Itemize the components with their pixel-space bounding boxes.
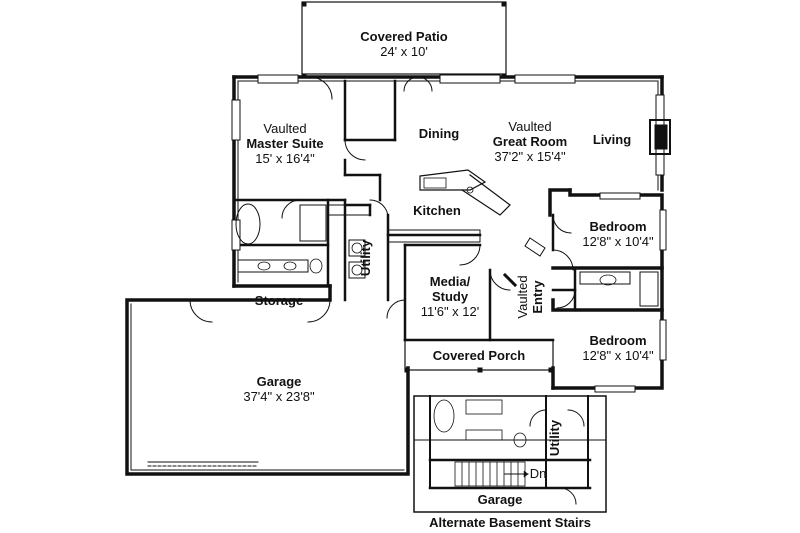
covered-porch-name: Covered Porch — [432, 348, 526, 363]
covered-porch-label: Covered Porch — [418, 348, 540, 363]
master-suite-prefix: Vaulted — [263, 121, 307, 136]
inset-garage-name: Garage — [477, 492, 523, 507]
covered-patio-dims: 24' x 10' — [380, 44, 428, 59]
bedroom-upper-label: Bedroom 12'8" x 10'4" — [566, 219, 670, 249]
vaulted-entry-label: Vaulted Entry — [515, 267, 545, 327]
great-room-dims: 37'2" x 15'4" — [494, 149, 566, 164]
bedroom-upper-dims: 12'8" x 10'4" — [582, 234, 654, 249]
living-name: Living — [592, 132, 632, 147]
master-suite-label: Vaulted Master Suite 15' x 16'4" — [230, 121, 340, 166]
inset-garage-label: Garage — [460, 492, 540, 507]
great-room-prefix: Vaulted — [508, 119, 552, 134]
inset-dn-label: Dn — [526, 466, 550, 481]
garage-label: Garage 37'4" x 23'8" — [224, 374, 334, 404]
great-room-label: Vaulted Great Room 37'2" x 15'4" — [470, 119, 590, 164]
inset-utility-label: Utility — [547, 413, 563, 463]
garage-name: Garage — [256, 374, 302, 389]
covered-patio-name: Covered Patio — [360, 29, 448, 44]
fireplace — [649, 119, 671, 155]
vaulted-entry-name: Entry — [530, 280, 545, 314]
media-study-dims: 11'6" x 12' — [420, 304, 480, 319]
covered-patio-outline — [301, 1, 507, 75]
inset-caption-text: Alternate Basement Stairs — [429, 515, 591, 530]
inset-utility-name: Utility — [547, 419, 562, 457]
garage-dims: 37'4" x 23'8" — [243, 389, 315, 404]
utility-label: Utility — [358, 228, 374, 288]
utility-name: Utility — [358, 239, 373, 277]
inset-dn-text: Dn — [529, 466, 547, 481]
vaulted-entry-prefix: Vaulted — [515, 275, 530, 319]
kitchen-island — [419, 169, 487, 191]
kitchen-name: Kitchen — [413, 203, 461, 218]
interior-walls — [232, 79, 577, 342]
dining-name: Dining — [418, 126, 460, 141]
media-study-label: Media/ Study 11'6" x 12' — [410, 274, 490, 319]
kitchen-label: Kitchen — [400, 203, 474, 218]
bedroom-lower-label: Bedroom 12'8" x 10'4" — [566, 333, 670, 363]
storage-name: Storage — [254, 293, 304, 308]
bedroom-upper-name: Bedroom — [589, 219, 647, 234]
great-room-name: Great Room — [492, 134, 568, 149]
dining-label: Dining — [404, 126, 474, 141]
living-label: Living — [582, 132, 642, 147]
master-suite-dims: 15' x 16'4" — [255, 151, 315, 166]
media-study-line1: Media/ — [429, 274, 471, 289]
inset-caption: Alternate Basement Stairs — [400, 515, 620, 530]
alternate-stairs-inset — [413, 395, 607, 513]
media-study-line2: Study — [431, 289, 469, 304]
bedroom-lower-dims: 12'8" x 10'4" — [582, 348, 654, 363]
storage-label: Storage — [244, 293, 314, 308]
bedroom-lower-name: Bedroom — [589, 333, 647, 348]
master-suite-name: Master Suite — [246, 136, 324, 151]
covered-patio-label: Covered Patio 24' x 10' — [334, 29, 474, 59]
